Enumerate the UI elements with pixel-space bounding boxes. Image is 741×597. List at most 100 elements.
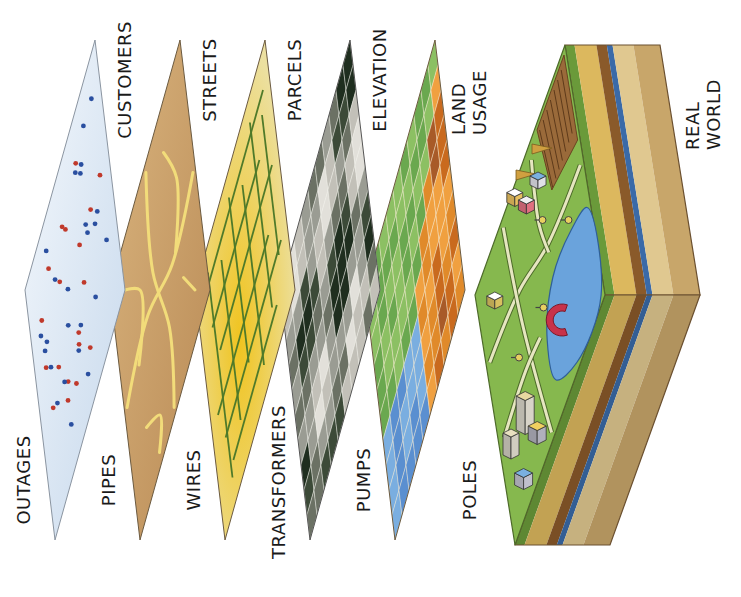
customer-dot: [89, 96, 94, 101]
customer-dot: [74, 381, 79, 386]
field-furrow: [547, 110, 559, 170]
customer-dot: [57, 279, 62, 284]
street-line: [125, 288, 143, 365]
layer-label: PUMPS: [354, 448, 375, 512]
customer-dot: [73, 170, 78, 175]
pole-symbol: [516, 354, 523, 361]
customer-dot: [95, 209, 100, 214]
customer-dot: [83, 222, 88, 227]
customer-dot: [85, 230, 90, 235]
customer-dot: [81, 123, 86, 128]
customer-dot: [76, 330, 81, 335]
customer-dot: [78, 323, 83, 328]
parcel-line: [220, 165, 272, 350]
building: [530, 172, 546, 189]
layer-label: CUSTOMERS: [115, 21, 136, 139]
layer-label: PIPES: [99, 454, 120, 506]
pole-symbol: [539, 217, 546, 224]
building-roof: [528, 422, 546, 431]
customers-layer: [25, 40, 125, 540]
building-roof: [516, 392, 534, 401]
customer-dot: [66, 323, 71, 328]
customer-dot: [45, 339, 50, 344]
street-line: [164, 153, 179, 253]
field-furrow: [561, 70, 572, 134]
customer-dot: [51, 405, 56, 410]
customer-dot: [55, 401, 60, 406]
real-world-block: [475, 45, 700, 545]
street-line: [147, 415, 162, 453]
field-furrow: [554, 90, 566, 152]
customer-dot: [44, 365, 49, 370]
building-roof: [530, 172, 546, 180]
field-furrow: [550, 100, 562, 161]
customer-dot: [44, 249, 49, 254]
field: [537, 55, 578, 190]
customer-dot: [49, 365, 54, 370]
customer-dot: [77, 243, 82, 248]
customer-dot: [77, 342, 82, 347]
customer-dot: [73, 161, 78, 166]
building: [515, 469, 533, 490]
building: [518, 196, 534, 214]
building-face: [503, 433, 511, 459]
soil-band: [633, 45, 700, 295]
customer-dot: [39, 318, 44, 323]
building-face: [516, 396, 525, 435]
layer-label: OUTAGES: [14, 435, 35, 524]
dam-symbol: [546, 304, 567, 336]
parcel-line: [250, 123, 272, 308]
parcel-line: [218, 235, 268, 415]
layer-ground: [25, 40, 125, 540]
customer-dot: [76, 348, 81, 353]
building: [487, 292, 503, 309]
layer-label: WIRES: [184, 450, 205, 511]
pole-symbol: [565, 217, 572, 224]
building-face: [511, 433, 519, 459]
customer-dot: [86, 372, 91, 377]
layer-label: STREETS: [200, 38, 221, 122]
customer-dot: [98, 173, 103, 178]
customer-dot: [88, 207, 93, 212]
field-furrow: [558, 80, 569, 143]
building-roof: [518, 196, 534, 204]
building: [503, 429, 519, 459]
customer-dot: [69, 422, 74, 427]
building-roof: [507, 189, 523, 197]
customer-dot: [62, 380, 67, 385]
customer-dot: [60, 224, 65, 229]
customer-dot: [43, 349, 48, 354]
street-line: [146, 173, 174, 408]
customer-dot: [39, 334, 44, 339]
building-roof: [487, 292, 503, 300]
customer-dot: [46, 266, 51, 271]
building-roof: [515, 469, 533, 478]
customer-dot: [93, 221, 98, 226]
pole-symbol: [540, 304, 547, 311]
parcel-line: [213, 160, 260, 328]
customer-dot: [79, 162, 84, 167]
soil-band: [583, 295, 700, 545]
layer-label: LAND USAGE: [449, 55, 490, 135]
cone-symbol: [532, 144, 552, 154]
customer-dot: [53, 277, 58, 282]
customer-dot: [88, 345, 93, 350]
block-top: [475, 45, 605, 545]
layer-label: TRANSFORMERS: [269, 405, 290, 559]
customer-dot: [93, 295, 98, 300]
customer-dot: [66, 398, 71, 403]
building: [528, 422, 546, 445]
layer-label: REAL WORLD: [683, 70, 724, 150]
parcel-line: [262, 115, 279, 255]
customer-dot: [82, 280, 87, 285]
layer-label: PARCELS: [285, 39, 306, 122]
customer-dot: [104, 238, 109, 243]
building-roof: [503, 429, 519, 437]
layer-label: POLES: [460, 460, 481, 520]
customer-dot: [66, 287, 71, 292]
customer-dot: [56, 365, 61, 370]
street-line: [184, 278, 196, 291]
customer-dot: [78, 171, 83, 176]
layer-label: ELEVATION: [370, 28, 391, 131]
